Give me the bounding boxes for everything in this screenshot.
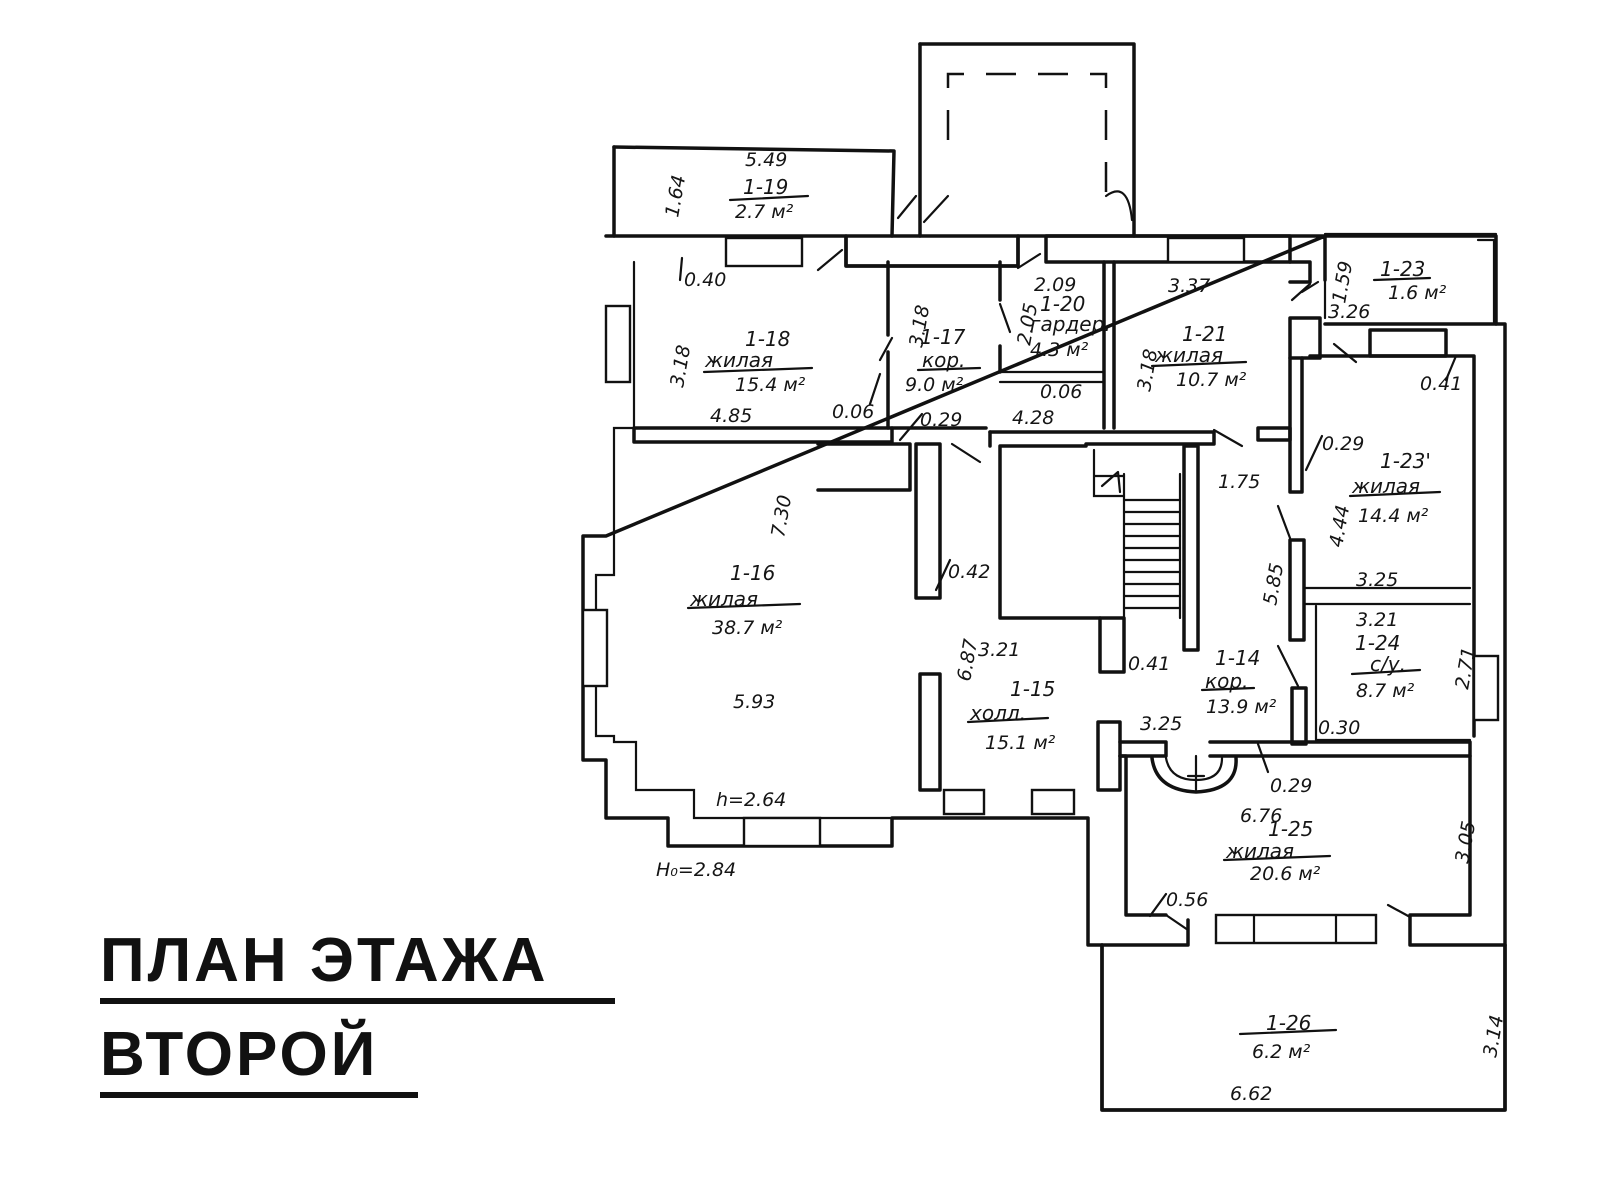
room-id: 1-16 — [730, 561, 775, 585]
dimension-label: 1.64 — [661, 173, 690, 218]
room-id: 1-18 — [745, 327, 790, 351]
room-area: 15.1 м² — [985, 732, 1056, 754]
dimension-label: 7.30 — [767, 493, 796, 538]
room-id: 1-24 — [1355, 631, 1400, 655]
dimension-label: 3.05 — [1451, 819, 1480, 864]
window — [604, 304, 632, 384]
window — [742, 816, 822, 848]
dimension-label: 5.49 — [745, 149, 787, 171]
dimension-label: 0.40 — [684, 269, 726, 291]
doors — [816, 248, 1412, 932]
room-labels: 1-19 2.7 м² 1-18 жилая 15.4 м² 1-17 кор.… — [686, 175, 1447, 1063]
room-area: 6.2 м² — [1252, 1041, 1311, 1063]
dimension-label: 0.56 — [1166, 889, 1208, 911]
plan-title-line2: ВТОРОЙ — [100, 1024, 418, 1098]
dimension-label: 6.76 — [1240, 805, 1282, 827]
window — [581, 608, 609, 688]
room-name: жилая — [704, 348, 773, 372]
dimension-label: 3.21 — [978, 639, 1020, 661]
dimension-label: 0.29 — [1270, 775, 1312, 797]
dimension-label: 0.42 — [948, 561, 990, 583]
room-area: 38.7 м² — [712, 617, 783, 639]
room-area: 9.0 м² — [905, 374, 964, 396]
room-area: 14.4 м² — [1358, 505, 1429, 527]
room-area: 1.6 м² — [1388, 282, 1447, 304]
inner-walls — [632, 234, 1507, 947]
room-id: 1-15 — [1010, 677, 1055, 701]
dimension-label: 3.25 — [1356, 569, 1398, 591]
dimension-label: 1.59 — [1328, 259, 1357, 304]
room-id: 1-20 — [1040, 292, 1085, 316]
dimension-label: 4.28 — [1012, 407, 1054, 429]
dimension-label: 0.41 — [1420, 373, 1462, 395]
outer-walls — [581, 42, 1507, 1112]
dimension-label: 5.85 — [1259, 561, 1288, 606]
dimension-label: 3.18 — [666, 343, 695, 388]
windows — [581, 236, 1500, 945]
dimension-label: 3.25 — [1140, 713, 1182, 735]
room-area: 4.3 м² — [1030, 339, 1089, 361]
room-name: гардер. — [1030, 312, 1111, 336]
room-area: 13.9 м² — [1206, 696, 1277, 718]
dimension-label: 2.09 — [1034, 274, 1076, 296]
dimension-label: 0.29 — [1322, 433, 1364, 455]
dimension-label: 1.75 — [1218, 471, 1260, 493]
window — [1166, 236, 1246, 264]
plan-title: ПЛАН ЭТАЖА ВТОРОЙ — [100, 930, 615, 1098]
dimension-label: 0.06 — [1040, 381, 1082, 403]
dimension-label: 0.41 — [1128, 653, 1170, 675]
dimension-label: 3.26 — [1328, 301, 1370, 323]
dimension-label: 3.21 — [1356, 609, 1398, 631]
dimension-label: 4.44 — [1325, 503, 1354, 548]
room-id: 1-21 — [1182, 322, 1227, 346]
dimension-label: 0.30 — [1318, 717, 1360, 739]
room-area: 20.6 м² — [1250, 863, 1321, 885]
room-area: 2.7 м² — [735, 201, 794, 223]
dimension-label: 3.18 — [1133, 347, 1162, 392]
room-id: 1-19 — [743, 175, 788, 199]
dimension-label: 0.06 — [832, 401, 874, 423]
window — [942, 788, 986, 816]
window — [724, 236, 804, 268]
floor-height-label: H₀=2.84 — [656, 859, 736, 881]
dimension-label: 6.62 — [1230, 1083, 1272, 1105]
plan-title-line1: ПЛАН ЭТАЖА — [100, 930, 615, 1004]
window — [1472, 654, 1500, 722]
ceiling-height-label: h=2.64 — [716, 789, 786, 811]
room-id: 1-25 — [1268, 817, 1313, 841]
room-id: 1-17 — [920, 325, 966, 349]
window — [1214, 913, 1378, 945]
room-id: 1-14 — [1215, 646, 1260, 670]
room-area: 10.7 м² — [1176, 369, 1247, 391]
dimension-label: 4.85 — [710, 405, 752, 427]
window — [1030, 788, 1076, 816]
dimension-label: 0.29 — [920, 409, 962, 431]
dimension-label: 5.93 — [733, 691, 775, 713]
room-area: 8.7 м² — [1356, 680, 1415, 702]
room-area: 15.4 м² — [735, 374, 806, 396]
dimension-label: 3.37 — [1168, 275, 1210, 297]
room-id: 1-23 — [1380, 257, 1425, 281]
room-id: 1-23' — [1380, 449, 1431, 473]
